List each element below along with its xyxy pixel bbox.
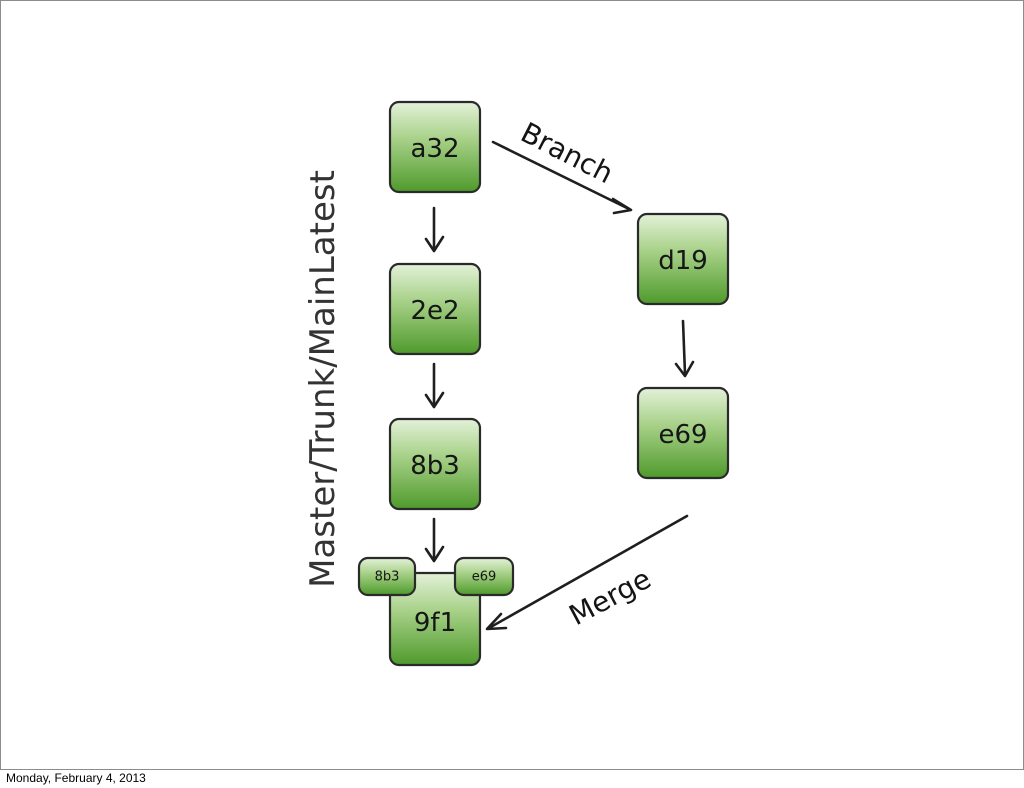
arrow-8b3-to-9f1 (424, 517, 445, 563)
parent-tag-label-e69: e69 (472, 570, 497, 585)
branch-axis-label: Master/Trunk/MainLatest (303, 170, 343, 588)
merge-label: Merge (564, 562, 657, 632)
commit-node-2e2[interactable]: 2e2 (388, 262, 482, 356)
parent-tag-8b3: 8b3 (357, 556, 417, 597)
arrow-2e2-to-8b3 (424, 362, 445, 409)
merge-arrow (485, 514, 689, 631)
commit-node-a32[interactable]: a32 (388, 100, 482, 194)
commit-label-9f1: 9f1 (414, 608, 456, 638)
slide: Master/Trunk/MainLatest a32 2e2 8b3 9f1 … (0, 0, 1024, 770)
commit-node-9f1[interactable]: 9f1 8b3 e69 (357, 556, 515, 667)
commit-node-8b3[interactable]: 8b3 (388, 417, 482, 511)
commit-label-d19: d19 (658, 246, 708, 276)
commit-label-e69: e69 (658, 420, 707, 450)
git-branch-diagram: Master/Trunk/MainLatest a32 2e2 8b3 9f1 … (303, 100, 730, 667)
branch-arrow (491, 140, 633, 215)
commit-label-8b3: 8b3 (410, 451, 460, 481)
parent-tag-label-8b3: 8b3 (375, 570, 400, 585)
commit-node-e69[interactable]: e69 (636, 386, 730, 480)
commit-label-a32: a32 (410, 134, 459, 164)
arrow-d19-to-e69 (674, 319, 695, 378)
arrow-a32-to-2e2 (424, 206, 445, 253)
footer-date: Monday, February 4, 2013 (6, 771, 146, 785)
commit-label-2e2: 2e2 (410, 296, 459, 326)
parent-tag-e69: e69 (453, 556, 515, 597)
commit-node-d19[interactable]: d19 (636, 212, 730, 306)
